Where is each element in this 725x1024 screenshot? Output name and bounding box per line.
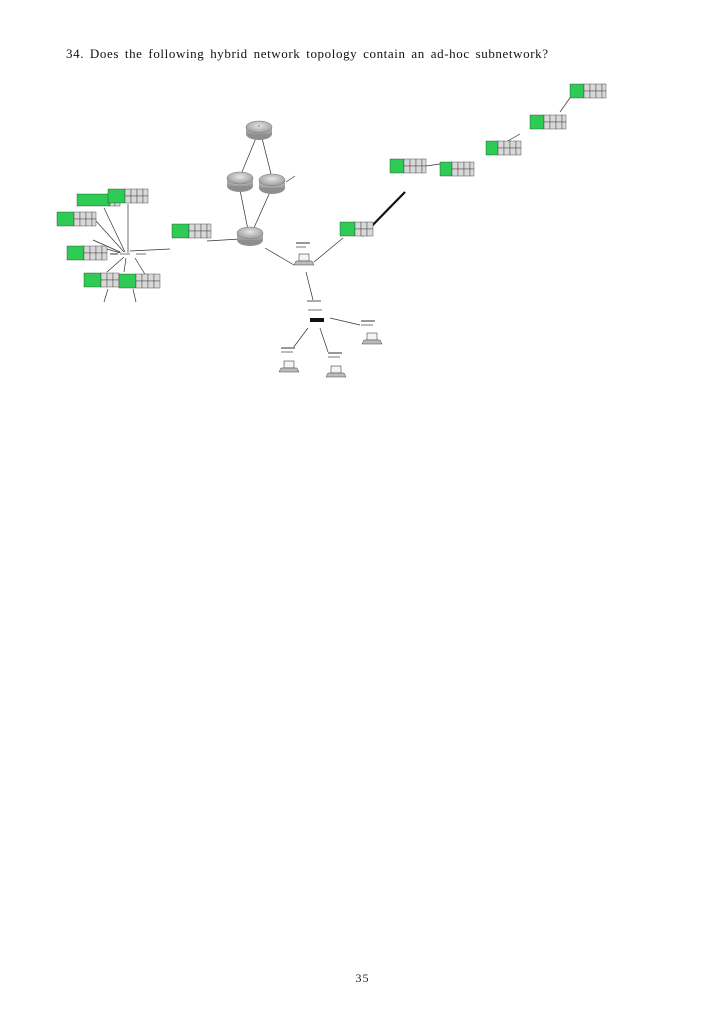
- router-mid-right: [258, 173, 286, 194]
- switch-left-cluster-mid: [56, 211, 97, 227]
- access-point: [307, 300, 324, 322]
- page-number: 35: [355, 971, 370, 985]
- laptop-right: [361, 320, 383, 345]
- switch-left-cluster-top-right: [107, 188, 149, 204]
- switch-chain-1: [389, 158, 427, 174]
- switch-left-cluster-bottom-right: [118, 273, 161, 289]
- svg-text:R: R: [258, 124, 260, 128]
- switch-left-cluster-bottom: [83, 272, 120, 288]
- laptop-bottom: [325, 352, 347, 378]
- switch-left-cluster-lower: [66, 245, 108, 261]
- switch-chain-4: [529, 114, 567, 130]
- switch-chain-3: [485, 140, 522, 156]
- router-top: R: [245, 120, 273, 140]
- switch-chain-5: [569, 83, 607, 99]
- router-mid-left: [226, 171, 254, 192]
- links: [92, 94, 573, 353]
- switch-center-left: [171, 223, 212, 239]
- switch-chain-2: [439, 161, 475, 177]
- laptop-left: [278, 347, 300, 373]
- question-text: 34. Does the following hybrid network to…: [66, 46, 549, 61]
- router-bottom: [236, 226, 264, 246]
- left-hub: [110, 253, 146, 255]
- laptop-center: [293, 242, 315, 266]
- switch-center-right: [339, 221, 374, 237]
